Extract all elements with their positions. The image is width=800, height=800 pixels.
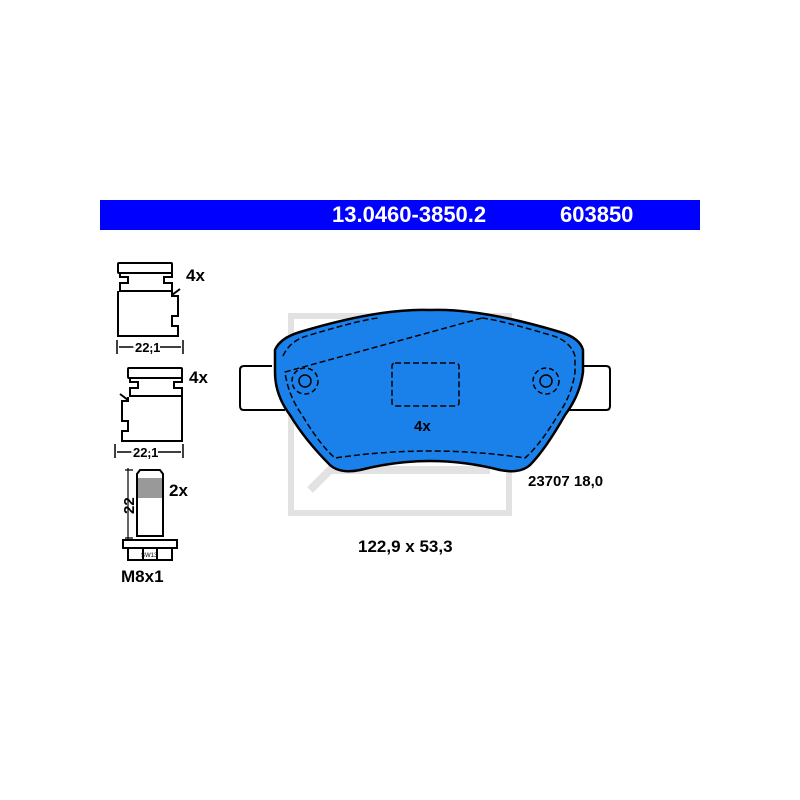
bolt-drawing	[122, 468, 178, 561]
bolt-quantity: 2x	[169, 481, 188, 500]
clip-1-width: 22,1	[135, 340, 160, 355]
clip-1-drawing	[116, 262, 184, 354]
clip-2-drawing	[114, 367, 184, 458]
backing-plate	[239, 365, 611, 411]
bolt-length: 22	[121, 497, 138, 514]
clip-1-quantity: 4x	[186, 266, 205, 285]
bolt-wrench-size: SW13	[141, 553, 158, 559]
article-code: 603850	[560, 202, 634, 227]
friction-pad	[273, 308, 585, 473]
clip-2-quantity: 4x	[189, 368, 208, 387]
part-number: 13.0460-3850.2	[332, 202, 487, 227]
bolt-thread: M8x1	[121, 567, 164, 586]
pad-quantity: 4x	[414, 418, 431, 435]
pad-dimensions: 122,9 x 53,3	[358, 537, 453, 556]
wva-thickness: 23707 18,0	[528, 473, 603, 490]
brake-pad-drawing	[239, 308, 611, 473]
title-bar: 13.0460-3850.2 603850	[100, 200, 700, 230]
clip-2-width: 22,1	[133, 445, 158, 460]
